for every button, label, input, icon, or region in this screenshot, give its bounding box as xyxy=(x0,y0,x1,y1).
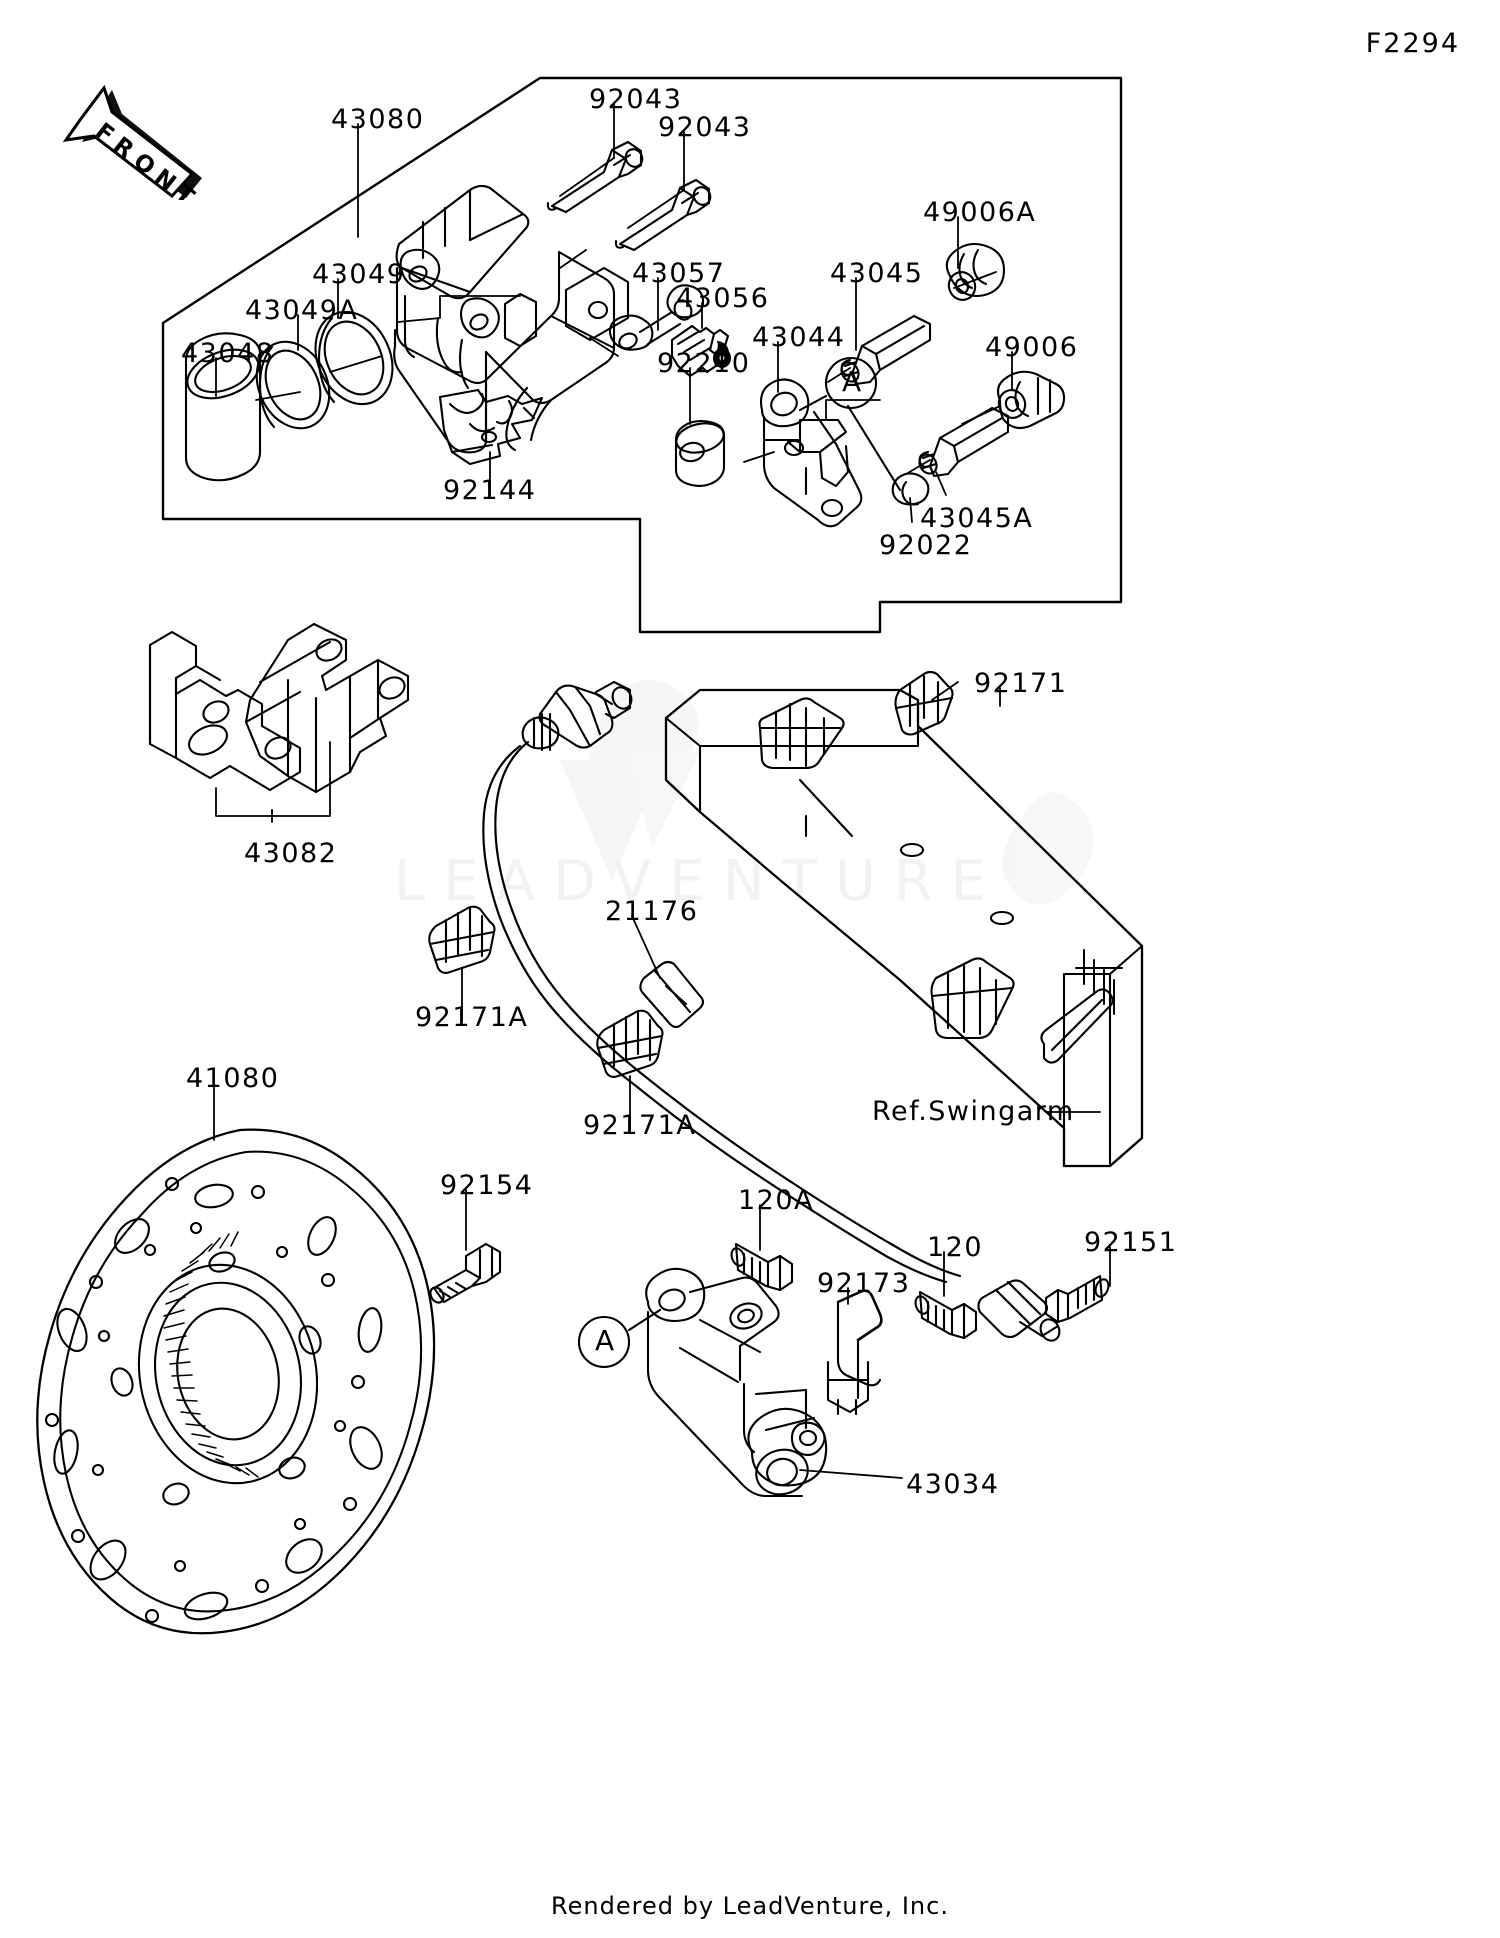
part-label-43080: 43080 xyxy=(331,104,425,135)
part-label-92043: 92043 xyxy=(589,84,683,115)
part-92144-spring xyxy=(438,388,544,466)
part-label-120a: 120A xyxy=(738,1185,815,1216)
part-43045-slide-pin-upper xyxy=(840,314,932,386)
part-43049-piston-seal xyxy=(314,310,394,406)
part-92154-bolt xyxy=(429,1242,502,1304)
part-92171A-clamp-lower xyxy=(596,1009,664,1078)
page-code: F2294 xyxy=(1365,28,1460,59)
leader-lines-upper xyxy=(215,103,1013,523)
part-label-92171a: 92171A xyxy=(583,1110,697,1141)
part-43048-piston xyxy=(184,332,262,482)
part-41080-brake-disc xyxy=(36,1128,436,1635)
leader-lines-lower xyxy=(213,681,1111,1479)
part-label-92144: 92144 xyxy=(443,475,537,506)
part-label-43057: 43057 xyxy=(632,258,726,289)
part-92171A-clamp-upper xyxy=(428,905,496,974)
callout-a-upper xyxy=(798,356,902,492)
part-92022-washer xyxy=(891,472,930,506)
part-label-92210: 92210 xyxy=(657,348,751,379)
part-label-92171: 92171 xyxy=(974,668,1068,699)
part-label-ref-swingarm: Ref.Swingarm xyxy=(872,1096,1075,1127)
part-43057-link xyxy=(608,284,705,351)
part-49006-boot xyxy=(996,370,1066,430)
part-label-43034: 43034 xyxy=(906,1469,1000,1500)
part-92171-clamp xyxy=(894,670,954,736)
ref-swingarm xyxy=(664,688,1144,1168)
callout-a-lower xyxy=(577,1308,662,1369)
part-label-92173: 92173 xyxy=(817,1268,911,1299)
part-43045A-slide-pin-lower xyxy=(918,406,1010,478)
part-label-43044: 43044 xyxy=(752,322,846,353)
part-43056-bleed-valve xyxy=(670,324,732,378)
part-92043-pad-pin-upper xyxy=(546,140,644,214)
part-label-49006: 49006 xyxy=(985,332,1079,363)
part-120A-bolt xyxy=(730,1242,794,1292)
part-92173-clamp xyxy=(826,1289,883,1416)
part-label-49006a: 49006A xyxy=(923,197,1037,228)
hose-end-fitting xyxy=(977,1279,1061,1342)
part-label-92171a: 92171A xyxy=(415,1002,529,1033)
part-label-92022: 92022 xyxy=(879,530,973,561)
callout-letter-a-top: A xyxy=(842,365,863,398)
part-label-41080: 41080 xyxy=(186,1063,280,1094)
part-120-bolt xyxy=(914,1290,978,1340)
part-label-43048: 43048 xyxy=(181,338,275,369)
part-21176-abs-sensor-lead xyxy=(482,680,962,1284)
part-label-92154: 92154 xyxy=(440,1170,534,1201)
part-43034-caliper-holder xyxy=(645,1267,828,1498)
front-direction-marker: F R O N T xyxy=(52,70,212,211)
part-92043-pad-pin-lower xyxy=(614,178,712,252)
part-label-92151: 92151 xyxy=(1084,1227,1178,1258)
part-label-43056: 43056 xyxy=(676,283,770,314)
footer-credit: Rendered by LeadVenture, Inc. xyxy=(551,1892,949,1920)
group-box-43080 xyxy=(161,76,1123,634)
part-label-43082: 43082 xyxy=(244,838,338,869)
part-92151-bolt xyxy=(1044,1274,1110,1324)
part-label-43045a: 43045A xyxy=(920,503,1034,534)
part-92210-cap xyxy=(674,420,726,487)
part-label-21176: 21176 xyxy=(605,896,699,927)
part-49006A-boot xyxy=(945,242,1006,301)
part-label-43045: 43045 xyxy=(830,258,924,289)
part-label-43049: 43049 xyxy=(312,259,406,290)
part-43044-bracket xyxy=(759,378,863,528)
callout-letter-a-bottom: A xyxy=(595,1324,616,1357)
bracket-43082 xyxy=(215,741,331,823)
part-label-92043: 92043 xyxy=(658,112,752,143)
part-43082-brake-pads xyxy=(148,622,410,794)
part-label-43049a: 43049A xyxy=(245,295,359,326)
part-label-120: 120 xyxy=(927,1232,984,1263)
